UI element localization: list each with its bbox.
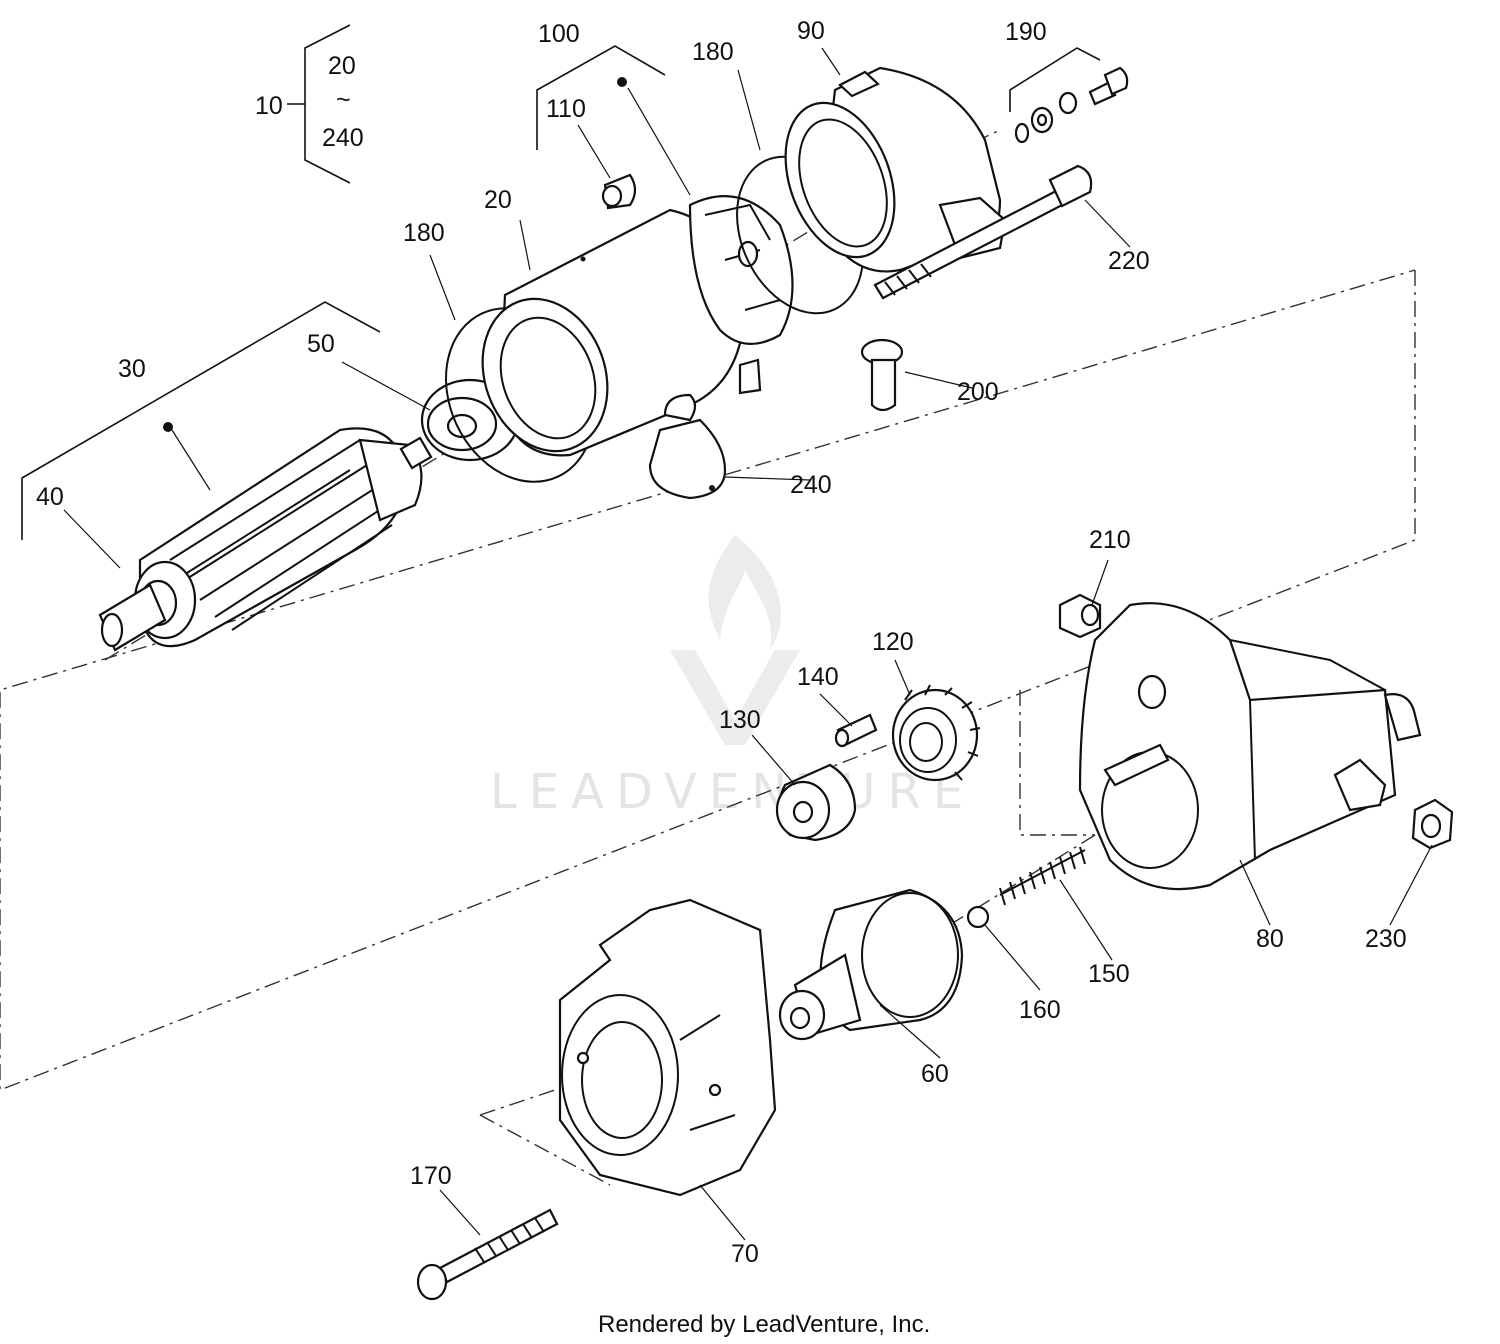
callout-190: 190 <box>1005 18 1047 46</box>
gear-part-120 <box>891 684 981 782</box>
screw-part-200 <box>860 338 904 412</box>
callout-100: 100 <box>538 20 580 48</box>
callout-20: 20 <box>484 186 512 214</box>
callout-180-left: 180 <box>403 219 445 247</box>
group-bracket-10 <box>287 24 351 184</box>
callout-200: 200 <box>957 378 999 406</box>
callout-170: 170 <box>410 1162 452 1190</box>
group-label-range-sep: ~ <box>336 86 351 114</box>
callout-60: 60 <box>921 1060 949 1088</box>
group-label-range-start: 20 <box>328 52 356 80</box>
drive-housing-part-70 <box>558 898 777 1197</box>
leader-lines <box>63 47 1433 1241</box>
bullet-30 <box>163 422 173 432</box>
callout-160: 160 <box>1019 996 1061 1024</box>
yoke-part-20 <box>481 208 762 457</box>
bolt-part-170 <box>416 1208 559 1301</box>
drive-pinion-part-60 <box>778 888 964 1041</box>
watermark-v-logo <box>670 650 800 745</box>
callout-120: 120 <box>872 628 914 656</box>
callout-150: 150 <box>1088 960 1130 988</box>
grommet-part-110 <box>601 173 637 210</box>
callout-110: 110 <box>546 95 586 123</box>
watermark: LEADVENTURE <box>490 535 975 820</box>
bracket-30 <box>21 301 381 540</box>
bracket-100 <box>536 45 666 150</box>
callout-180-top: 180 <box>692 38 734 66</box>
callout-210: 210 <box>1089 526 1131 554</box>
clutch-part-130 <box>775 763 857 842</box>
nut-part-230 <box>1411 798 1454 850</box>
callout-140: 140 <box>797 663 839 691</box>
callout-130: 130 <box>719 706 761 734</box>
group-label-range-end: 240 <box>322 124 364 152</box>
callout-230: 230 <box>1365 925 1407 953</box>
callout-80: 80 <box>1256 925 1284 953</box>
spring-part-150 <box>999 846 1086 906</box>
screw-set-part-190 <box>1014 66 1129 144</box>
bullet-100 <box>617 77 627 87</box>
bearing-part-50 <box>420 378 520 462</box>
group-label-main: 10 <box>255 92 283 120</box>
callout-220: 220 <box>1108 247 1150 275</box>
ball-part-160 <box>966 905 990 929</box>
watermark-text: LEADVENTURE <box>490 764 975 820</box>
callout-30: 30 <box>118 355 146 383</box>
bracket-190 <box>1009 47 1101 112</box>
housing-part-80 <box>1078 602 1422 891</box>
callout-240: 240 <box>790 471 832 499</box>
pin-part-140 <box>834 713 878 748</box>
footer-credit: Rendered by LeadVenture, Inc. <box>598 1311 930 1338</box>
callout-90: 90 <box>797 17 825 45</box>
watermark-flame-logo <box>708 535 781 650</box>
armature-part-30 <box>98 427 433 652</box>
callout-70: 70 <box>731 1240 759 1268</box>
nut-part-210 <box>1058 593 1102 639</box>
rear-cover-part-90 <box>784 66 1007 273</box>
callout-50: 50 <box>307 330 335 358</box>
callout-40: 40 <box>36 483 64 511</box>
terminal-part-240 <box>648 418 727 500</box>
through-bolt-part-220 <box>873 164 1093 300</box>
